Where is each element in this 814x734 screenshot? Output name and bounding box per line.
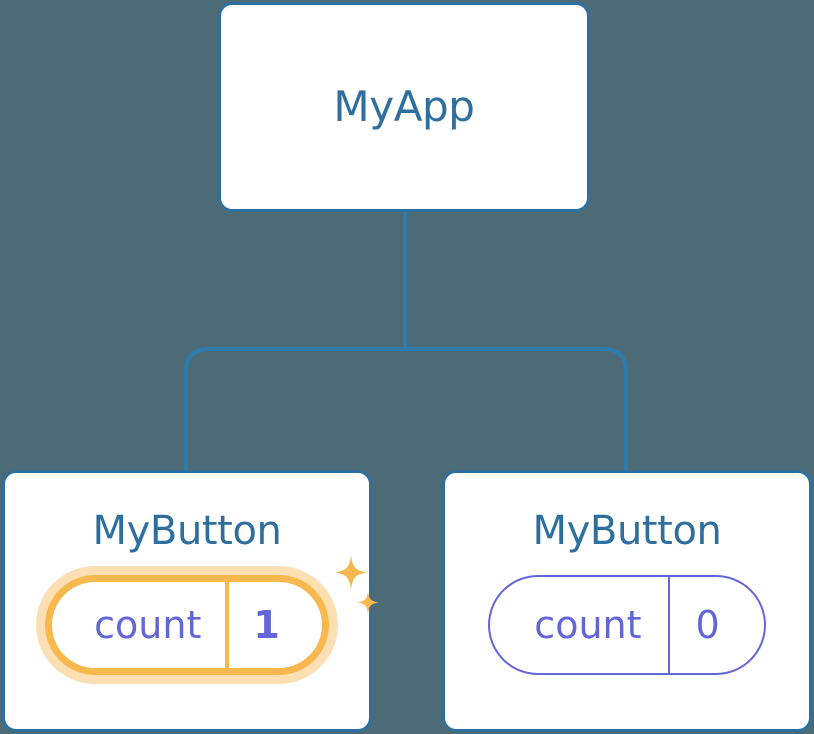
state-pill-highlighted[interactable]: count 1 xyxy=(45,575,329,675)
node-mybutton-left[interactable]: MyButton count 1 xyxy=(2,470,379,732)
node-myapp[interactable]: MyApp xyxy=(218,2,590,212)
state-pill-value: 1 xyxy=(253,603,280,647)
node-title: MyApp xyxy=(333,82,475,131)
state-pill-wrapper: count 1 xyxy=(45,555,379,675)
state-pill-label: count xyxy=(490,577,670,673)
node-title: MyButton xyxy=(92,508,282,554)
sparkles-icon xyxy=(334,555,379,614)
state-pill[interactable]: count 0 xyxy=(488,575,766,675)
state-pill-value: 0 xyxy=(695,603,720,647)
node-title: MyButton xyxy=(532,508,722,554)
state-pill-label: count xyxy=(52,582,230,668)
node-mybutton-right[interactable]: MyButton count 0 xyxy=(442,470,812,732)
state-pill-wrapper: count 0 xyxy=(488,575,766,675)
edge-child-bracket xyxy=(184,347,628,472)
